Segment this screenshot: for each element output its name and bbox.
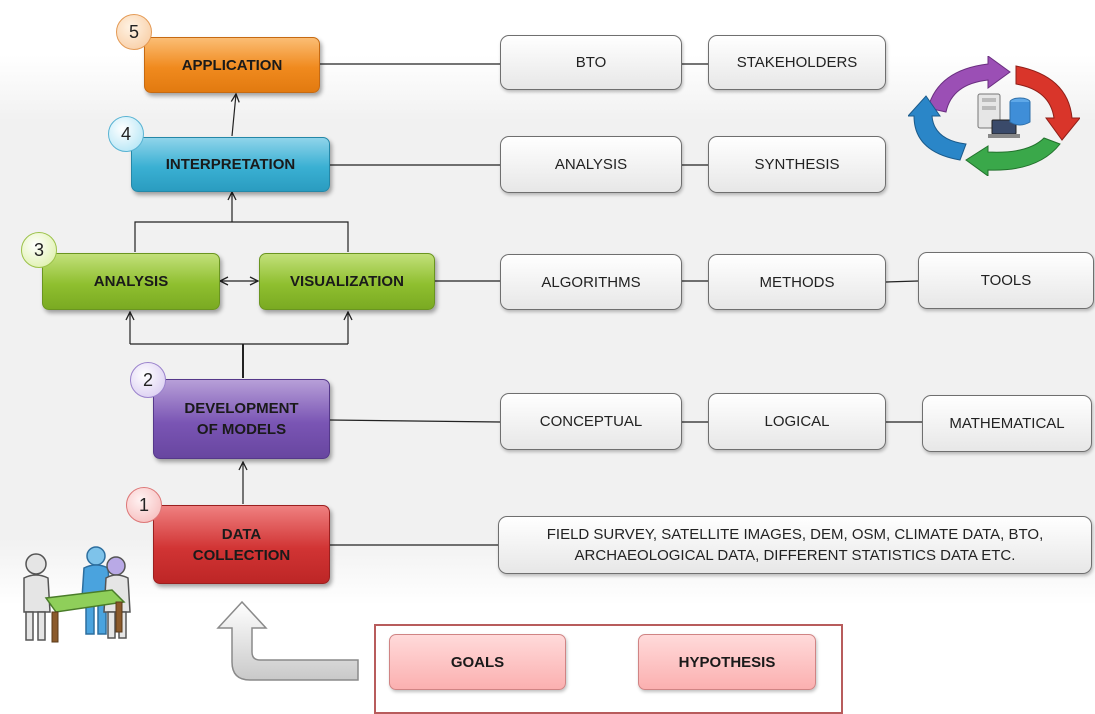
detail-logical: LOGICAL (708, 393, 886, 450)
people-at-table-icon (23, 546, 131, 643)
stage-application-label: APPLICATION (181, 56, 283, 74)
detail-bto: BTO (500, 35, 682, 90)
detail-conceptual: CONCEPTUAL (500, 393, 682, 450)
stage-4-badge: 4 (108, 116, 144, 152)
input-hypothesis: HYPOTHESIS (638, 634, 816, 690)
stage-data-collection: DATA COLLECTION (153, 505, 330, 584)
stage-analysis: ANALYSIS (42, 253, 220, 310)
detail-algorithms: ALGORITHMS (500, 254, 682, 310)
stage-visualization-label: VISUALIZATION (290, 273, 404, 290)
connector-lines (0, 63, 922, 698)
detail-synthesis: SYNTHESIS (708, 136, 886, 193)
stage-data-collection-label: DATA COLLECTION (192, 525, 291, 564)
detail-data-sources: FIELD SURVEY, SATELLITE IMAGES, DEM, OSM… (498, 516, 1092, 574)
detail-stakeholders: STAKEHOLDERS (708, 35, 886, 90)
input-goals: GOALS (389, 634, 566, 690)
curved-arrow-icon (216, 600, 359, 681)
stage-5-badge: 5 (116, 14, 152, 50)
detail-tools: TOOLS (918, 252, 1094, 309)
stage-interpretation: INTERPRETATION (131, 137, 330, 192)
stage-models-label: DEVELOPMENT OF MODELS (184, 400, 299, 438)
detail-mathematical: MATHEMATICAL (922, 395, 1092, 452)
stage-3-badge: 3 (21, 232, 57, 268)
stage-visualization: VISUALIZATION (259, 253, 435, 310)
stage-1-badge: 1 (126, 487, 162, 523)
stage-2-badge: 2 (130, 362, 166, 398)
stage-application: APPLICATION (144, 37, 320, 93)
detail-methods: METHODS (708, 254, 886, 310)
stage-development-of-models: DEVELOPMENT OF MODELS (153, 379, 330, 459)
detail-analysis: ANALYSIS (500, 136, 682, 193)
stage-interpretation-label: INTERPRETATION (165, 156, 296, 173)
cycle-arrows-icon (908, 56, 1080, 176)
stage-analysis-label: ANALYSIS (93, 273, 169, 290)
